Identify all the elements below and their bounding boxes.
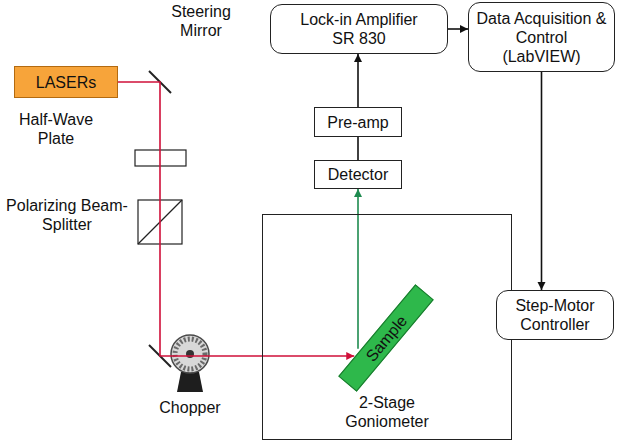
motor-controller-box: Step-Motor Controller xyxy=(496,290,614,340)
arrowhead xyxy=(354,54,362,62)
chopper-label: Chopper xyxy=(150,398,230,417)
arrowhead xyxy=(354,189,362,197)
lock-in-box: Lock-in Amplifier SR 830 xyxy=(270,4,448,54)
connector xyxy=(354,189,362,349)
box-text: Detector xyxy=(328,165,388,184)
waveplate-label: Half-Wave Plate xyxy=(4,110,108,148)
connector-line xyxy=(357,189,359,349)
chopper-stand xyxy=(177,372,203,392)
chopper-slots xyxy=(175,339,205,369)
arrowhead xyxy=(460,25,468,33)
beam-splitter-label: Polarizing Beam-Splitter xyxy=(0,196,134,234)
box-text: Sample xyxy=(361,311,410,365)
goniometer-box: 2-Stage Goniometer Sample xyxy=(262,214,512,440)
connector xyxy=(354,54,362,107)
connector-line xyxy=(357,137,359,160)
box-text: Lock-in Amplifier SR 830 xyxy=(288,10,430,48)
preamp-box: Pre-amp xyxy=(314,107,402,137)
box-text: Data Acquisition & Control (LabVIEW) xyxy=(476,9,608,66)
box-text: Pre-amp xyxy=(327,113,388,132)
box-text: Step-Motor Controller xyxy=(505,296,605,334)
connector xyxy=(358,137,359,160)
chopper-wheel xyxy=(171,335,209,373)
connector xyxy=(448,25,468,33)
connector xyxy=(538,72,546,290)
arrowhead xyxy=(538,282,546,290)
laser-box: LASERs xyxy=(14,66,118,98)
box-text: LASERs xyxy=(36,73,96,92)
mirror-label: Steering Mirror xyxy=(164,2,238,40)
daq-box: Data Acquisition & Control (LabVIEW) xyxy=(468,2,615,72)
detector-box: Detector xyxy=(314,160,402,189)
sample-bar: Sample xyxy=(338,284,434,391)
connector-line xyxy=(541,72,543,290)
box-text: 2-Stage Goniometer xyxy=(337,393,437,431)
